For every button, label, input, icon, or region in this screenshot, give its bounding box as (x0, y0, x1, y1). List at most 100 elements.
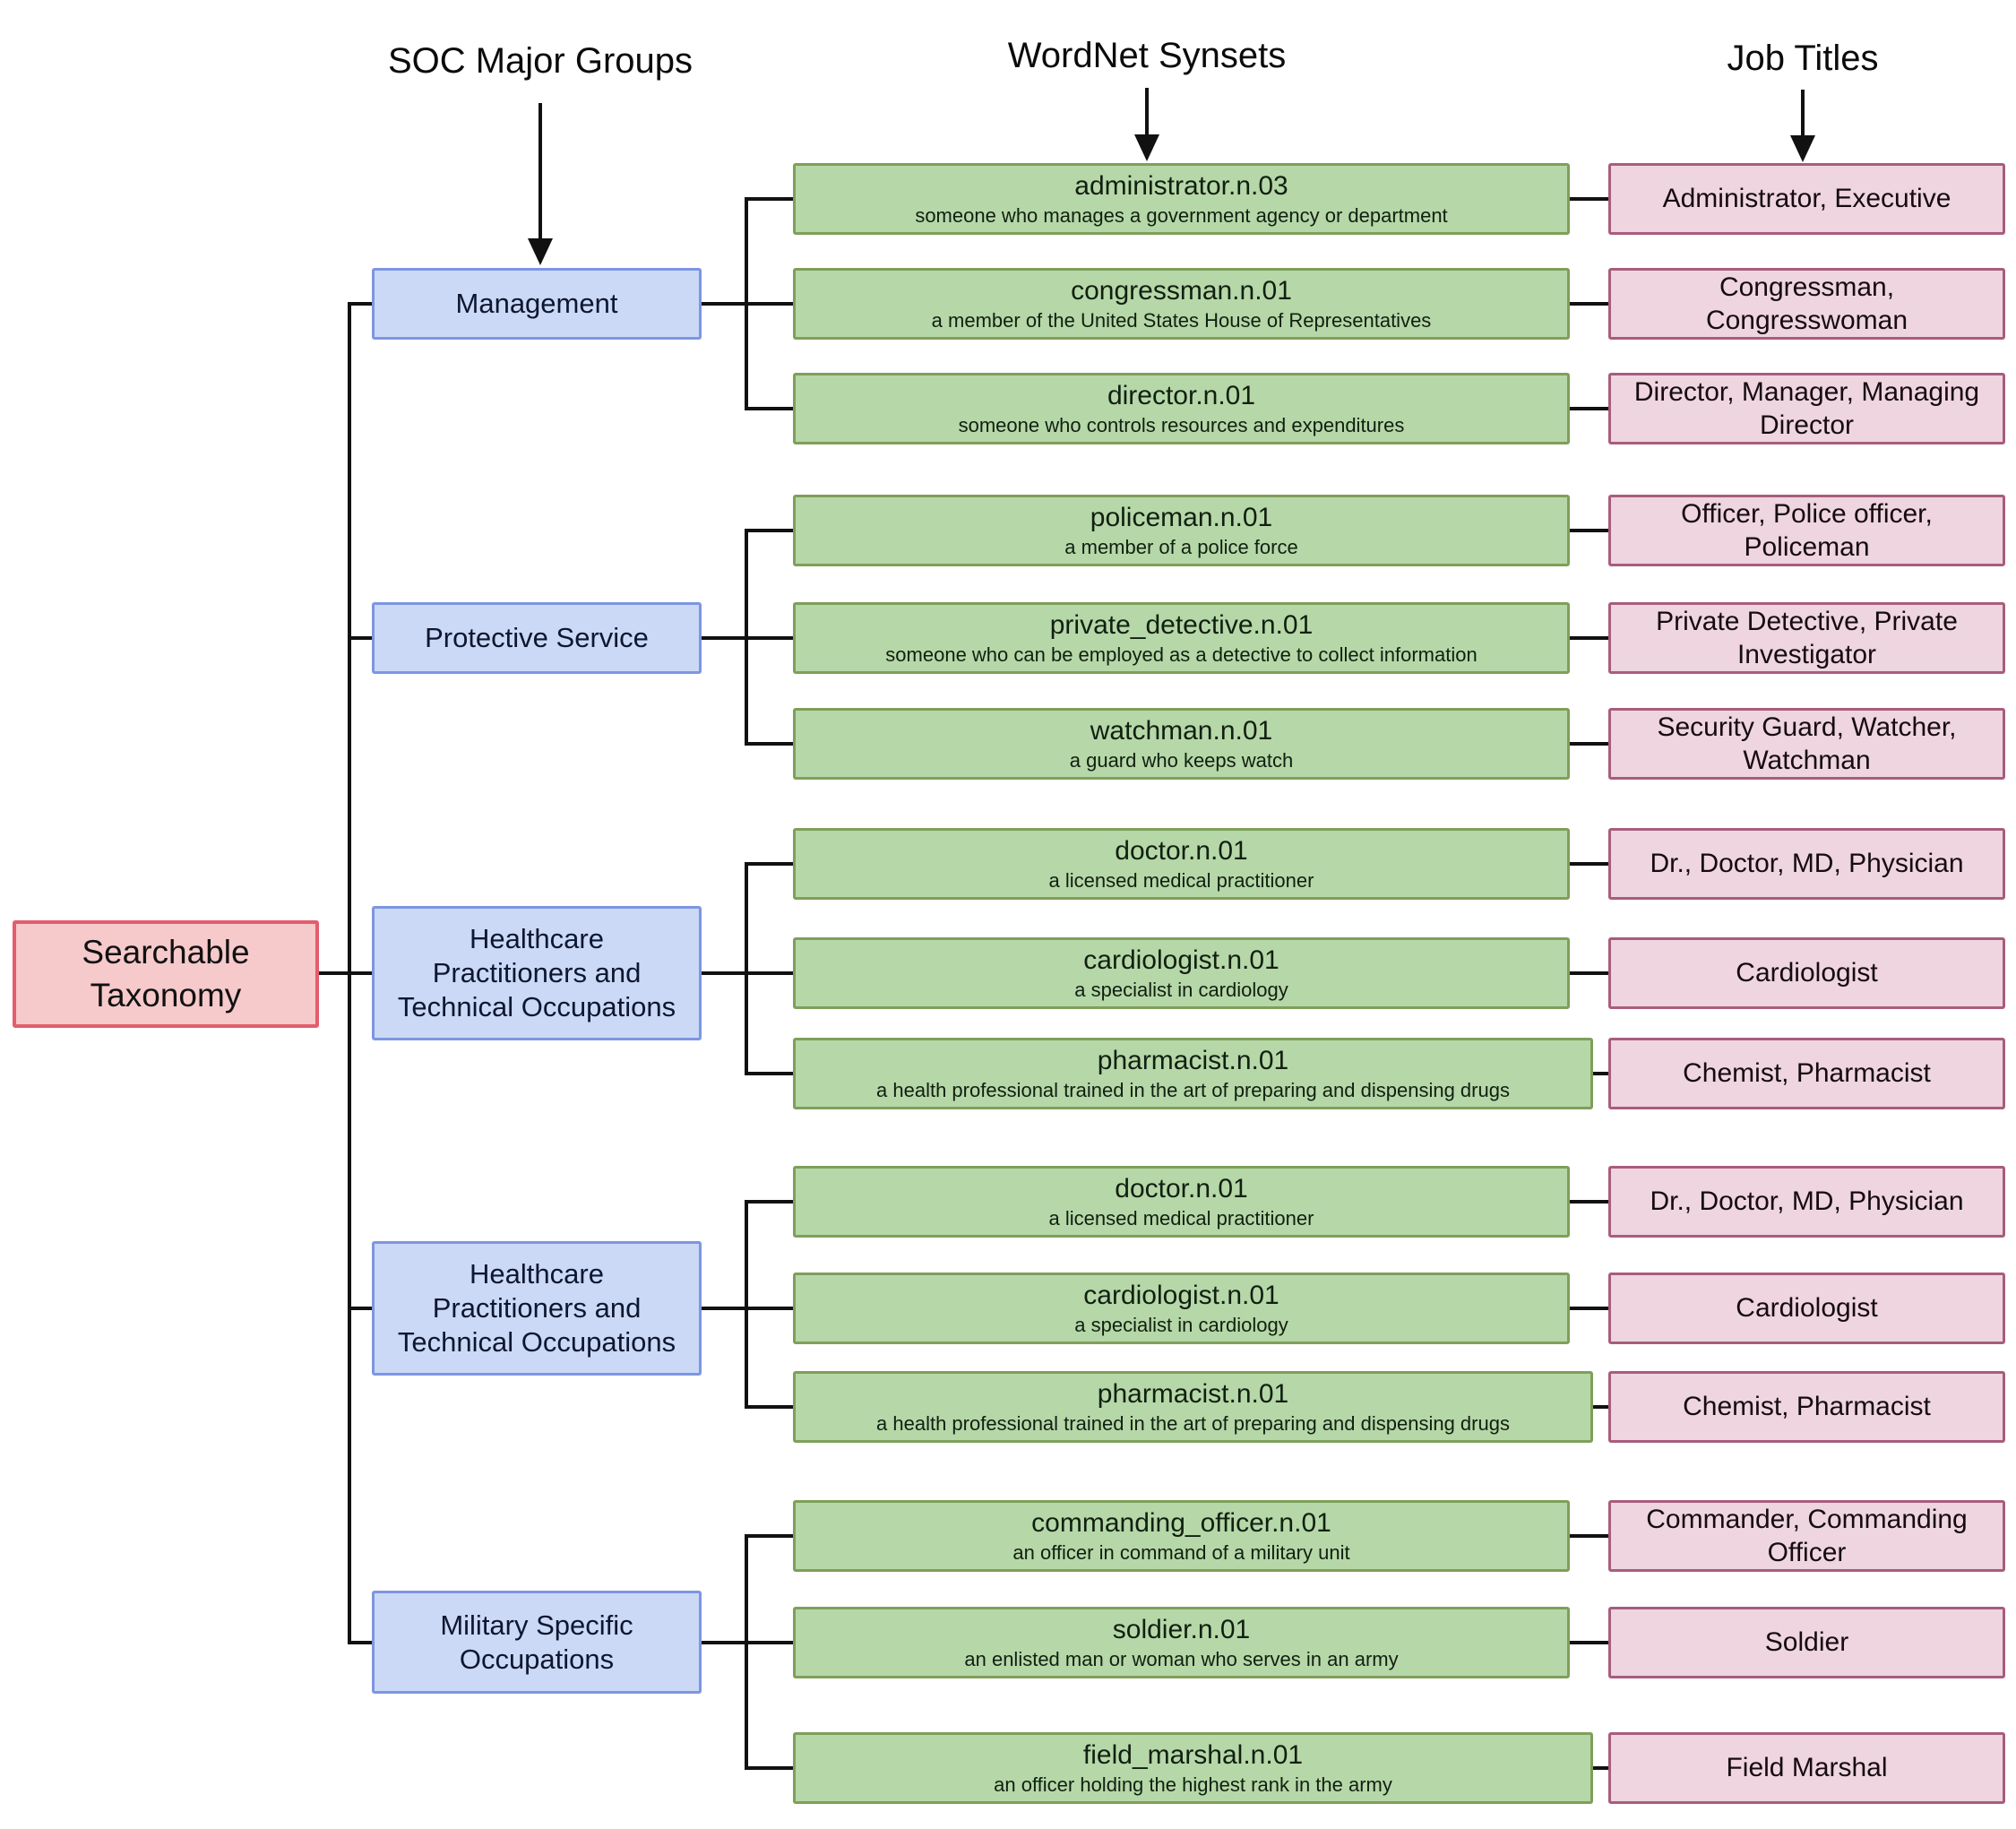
job-titles-text: Dr., Doctor, MD, Physician (1650, 1186, 1964, 1217)
soc-group-label: Management (455, 288, 618, 320)
column-header-job-titles: Job Titles (1727, 39, 1879, 78)
synset-name: policeman.n.01 (1090, 503, 1273, 533)
connector-line (745, 1200, 797, 1204)
connector-line (1564, 529, 1613, 532)
job-header-arrow-line (1801, 90, 1805, 137)
soc-group-healthcare-1: Healthcare Practitioners and Technical O… (372, 906, 702, 1040)
job-titles-text: Administrator, Executive (1662, 184, 1951, 214)
wordnet-header-arrow-line (1145, 88, 1149, 137)
job-titles-commanding-officer: Commander, Commanding Officer (1608, 1500, 2005, 1572)
job-titles-text: Commander, Commanding Officer (1646, 1504, 1968, 1568)
connector-line (1564, 636, 1613, 640)
job-titles-text: Soldier (1764, 1627, 1849, 1658)
synset-name: commanding_officer.n.01 (1031, 1508, 1331, 1539)
job-titles-text: Director, Manager, Managing Director (1633, 376, 1980, 441)
synset-cardiologist: cardiologist.n.01 a specialist in cardio… (793, 1273, 1570, 1344)
connector-line (745, 1766, 797, 1770)
synset-soldier: soldier.n.01 an enlisted man or woman wh… (793, 1607, 1570, 1678)
synset-name: soldier.n.01 (1112, 1615, 1251, 1645)
down-arrow-icon (1134, 134, 1159, 161)
job-titles-administrator: Administrator, Executive (1608, 163, 2005, 235)
job-titles-text: Chemist, Pharmacist (1683, 1058, 1931, 1089)
job-titles-text: Security Guard, Watcher, Watchman (1657, 712, 1957, 776)
job-titles-text: Officer, Police officer, Policeman (1681, 498, 1933, 563)
connector-line (745, 862, 797, 866)
synset-name: doctor.n.01 (1115, 1174, 1248, 1204)
synset-definition: a member of the United States House of R… (931, 308, 1432, 332)
synset-definition: a specialist in cardiology (1074, 978, 1288, 1001)
synset-director: director.n.01 someone who controls resou… (793, 373, 1570, 444)
connector-line (745, 862, 748, 1075)
root-box-searchable-taxonomy: Searchable Taxonomy (13, 920, 319, 1028)
synset-definition: a health professional trained in the art… (876, 1078, 1510, 1101)
connector-line (1564, 407, 1613, 410)
synset-definition: a health professional trained in the art… (876, 1411, 1510, 1435)
soc-group-label: Protective Service (425, 622, 649, 654)
synset-private-detective: private_detective.n.01 someone who can b… (793, 602, 1570, 674)
synset-name: private_detective.n.01 (1049, 610, 1314, 641)
soc-group-protective-service: Protective Service (372, 602, 702, 674)
synset-name: field_marshal.n.01 (1082, 1740, 1304, 1771)
connector-line (745, 197, 748, 410)
job-titles-text: Cardiologist (1736, 958, 1878, 988)
soc-group-label: Healthcare Practitioners and Technical O… (397, 1258, 676, 1358)
job-titles-pharmacist: Chemist, Pharmacist (1608, 1038, 2005, 1109)
connector-line (1564, 862, 1613, 866)
connector-line (1564, 1307, 1613, 1310)
connector-line (745, 1072, 797, 1075)
synset-cardiologist: cardiologist.n.01 a specialist in cardio… (793, 937, 1570, 1009)
synset-name: doctor.n.01 (1115, 836, 1248, 867)
soc-group-label: Healthcare Practitioners and Technical O… (397, 923, 676, 1022)
job-titles-text: Cardiologist (1736, 1293, 1878, 1324)
synset-name: director.n.01 (1107, 381, 1256, 411)
job-titles-field-marshal: Field Marshal (1608, 1732, 2005, 1804)
synset-definition: a licensed medical practitioner (1048, 1206, 1314, 1229)
job-titles-text: Dr., Doctor, MD, Physician (1650, 849, 1964, 879)
down-arrow-icon (528, 238, 553, 265)
connector-line (1564, 1200, 1613, 1204)
connector-line (745, 742, 797, 746)
soc-group-label: Military Specific Occupations (440, 1609, 633, 1675)
synset-definition: someone who can be employed as a detecti… (885, 643, 1478, 666)
synset-doctor: doctor.n.01 a licensed medical practitio… (793, 828, 1570, 900)
synset-watchman: watchman.n.01 a guard who keeps watch (793, 708, 1570, 780)
connector-line (745, 407, 797, 410)
synset-definition: someone who controls resources and expen… (958, 413, 1405, 436)
job-titles-text: Private Detective, Private Investigator (1656, 606, 1958, 670)
soc-header-arrow-line (538, 103, 542, 242)
synset-pharmacist: pharmacist.n.01 a health professional tr… (793, 1038, 1593, 1109)
synset-name: pharmacist.n.01 (1097, 1379, 1289, 1410)
synset-commanding-officer: commanding_officer.n.01 an officer in co… (793, 1500, 1570, 1572)
job-titles-text: Chemist, Pharmacist (1683, 1392, 1931, 1422)
job-titles-director: Director, Manager, Managing Director (1608, 373, 2005, 444)
connector-line (745, 529, 797, 532)
job-titles-congressman: Congressman, Congresswoman (1608, 268, 2005, 340)
column-header-wordnet-synsets: WordNet Synsets (1007, 36, 1287, 75)
connector-line (348, 302, 375, 306)
connector-line (745, 1405, 797, 1409)
synset-definition: a guard who keeps watch (1069, 748, 1294, 772)
connector-line (348, 636, 375, 640)
down-arrow-icon (1790, 135, 1815, 162)
synset-doctor: doctor.n.01 a licensed medical practitio… (793, 1166, 1570, 1238)
job-titles-policeman: Officer, Police officer, Policeman (1608, 495, 2005, 566)
job-titles-text: Congressman, Congresswoman (1705, 272, 1908, 336)
job-titles-private-detective: Private Detective, Private Investigator (1608, 602, 2005, 674)
connector-line (745, 1200, 748, 1409)
connector-line (1564, 1641, 1613, 1644)
connector-line (348, 1307, 375, 1310)
job-titles-cardiologist: Cardiologist (1608, 1273, 2005, 1344)
synset-definition: a licensed medical practitioner (1048, 868, 1314, 892)
job-titles-text: Field Marshal (1726, 1753, 1888, 1783)
connector-line (1564, 971, 1613, 975)
connector-line (1564, 742, 1613, 746)
synset-administrator: administrator.n.03 someone who manages a… (793, 163, 1570, 235)
job-titles-watchman: Security Guard, Watcher, Watchman (1608, 708, 2005, 780)
synset-definition: someone who manages a government agency … (915, 203, 1448, 227)
synset-policeman: policeman.n.01 a member of a police forc… (793, 495, 1570, 566)
connector-line (348, 1641, 375, 1644)
root-label: Searchable Taxonomy (82, 933, 250, 1014)
connector-line (745, 1534, 797, 1538)
soc-group-military: Military Specific Occupations (372, 1591, 702, 1694)
job-titles-doctor: Dr., Doctor, MD, Physician (1608, 1166, 2005, 1238)
